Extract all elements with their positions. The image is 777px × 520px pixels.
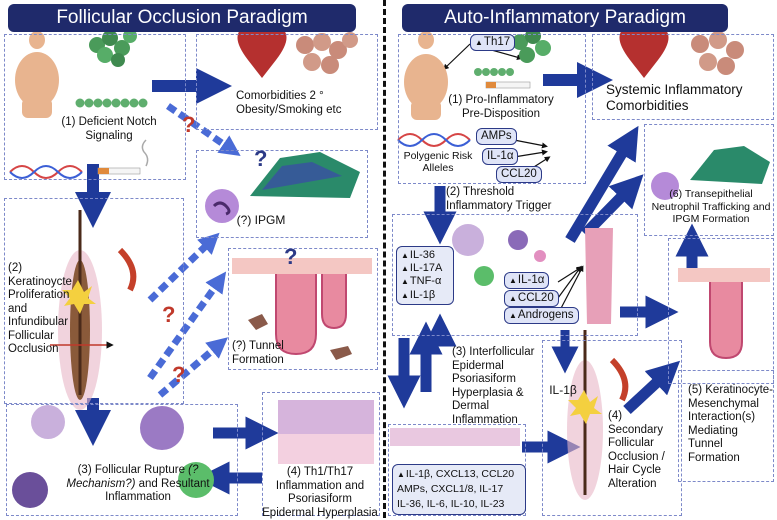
immune-cells-trigger bbox=[452, 224, 546, 286]
bacteria-chain-icon bbox=[75, 98, 148, 108]
step5-box bbox=[678, 370, 774, 482]
step3-text: (3) Follicular Rupture bbox=[77, 464, 185, 476]
secondary-occlusion-box bbox=[542, 340, 682, 516]
dashed-arrow-follicle-to-tunnel bbox=[147, 271, 227, 381]
cigarette-icon-right bbox=[485, 81, 531, 89]
step3-right-label: (3) Interfollicular Epidermal Psoriasifo… bbox=[452, 346, 535, 426]
step1-right-label: (1) Pro-Inflammatory Pre-Disposition bbox=[448, 94, 554, 120]
systemic-box bbox=[592, 34, 774, 120]
cytokine-il1b: IL-1β bbox=[401, 289, 449, 302]
step2-right-label: (2) Threshold Inflammatory Trigger bbox=[446, 186, 552, 212]
dna-helix-icon bbox=[9, 165, 83, 179]
question-mark-4: ? bbox=[162, 302, 176, 327]
tunnel-box bbox=[228, 248, 378, 370]
tunnel-epithelium-illustration bbox=[232, 258, 372, 360]
step4-label: (4) Th1/Th17 Inflammation and Psoriasifo… bbox=[262, 466, 378, 519]
obese-person-icon-right bbox=[404, 31, 448, 120]
ccl20-pill: CCL20 bbox=[496, 166, 542, 183]
tunnel-epithelium-illustration-right bbox=[678, 268, 770, 360]
heart-icon bbox=[237, 24, 287, 78]
bacteria-cluster-icon-right bbox=[512, 28, 551, 63]
hair-follicle-illustration bbox=[50, 210, 137, 410]
ipgm-mass-icon-right bbox=[690, 146, 770, 184]
question-mark-5: ? bbox=[172, 362, 186, 387]
ccl20-signal-pill: CCL20 bbox=[504, 290, 559, 307]
neutrophil-icon-right bbox=[651, 172, 679, 200]
fat-tissue-icon bbox=[296, 32, 358, 74]
comorbidities-box bbox=[196, 34, 378, 130]
androgens-signal-pill: Androgens bbox=[504, 307, 579, 324]
step1-label: (1) Deficient Notch Signaling bbox=[61, 116, 157, 142]
th17-pill: Th17 bbox=[470, 34, 516, 51]
heart-icon-right bbox=[619, 24, 669, 78]
left-paradigm-title: Follicular Occlusion Paradigm bbox=[8, 4, 356, 32]
step3-label: (3) Follicular Rupture (?Mechanism?) and… bbox=[50, 464, 226, 505]
il1b-label: IL-1β bbox=[549, 383, 577, 397]
tunnel-label: (?) Tunnel Formation bbox=[232, 340, 284, 366]
ipgm-mass-icon bbox=[250, 152, 360, 198]
dna-helix-icon-right bbox=[397, 133, 471, 147]
cytokine-panel: IL-36 IL-17A TNF-α IL-1β bbox=[396, 246, 454, 305]
psoriasiform-epidermis-illustration bbox=[278, 400, 374, 464]
step3-mechanism: (?Mechanism?) bbox=[66, 464, 199, 490]
il1a-signal-pill: IL-1α bbox=[504, 272, 550, 289]
arrow-trigger-to-systemic bbox=[565, 125, 639, 243]
arrow-trigger-to-step6 bbox=[581, 174, 644, 238]
polygenic-label: Polygenic Risk Alleles bbox=[403, 150, 473, 174]
cytokine-il36: IL-36 bbox=[401, 249, 449, 262]
neutrophil-icon bbox=[205, 189, 239, 223]
bacteria-chain-icon-right bbox=[474, 68, 514, 76]
paradigm-divider bbox=[383, 0, 386, 518]
mediators-line-1: IL-1β, CXCL13, CCL20 bbox=[397, 467, 521, 482]
dashed-arrow-to-ipgm bbox=[166, 103, 241, 156]
systemic-label: Systemic Inflammatory Comorbidities bbox=[606, 82, 743, 113]
epidermis-strip-illustration bbox=[390, 428, 520, 446]
pointer-arrows bbox=[442, 43, 584, 315]
cigarette-icon bbox=[97, 139, 149, 175]
immune-cells-rupture bbox=[12, 405, 214, 508]
question-mark-2: ? bbox=[254, 146, 268, 171]
step2-label: (2) Keratinoycte Proliferation and Infun… bbox=[8, 262, 72, 355]
trigger-box bbox=[392, 214, 638, 336]
mediators-panel: IL-1β, CXCL13, CCL20 AMPs, CXCL1/8, IL-1… bbox=[392, 464, 526, 515]
mediators-line-2: AMPs, CXCL1/8, IL-17 bbox=[397, 483, 504, 495]
question-mark-1: ? bbox=[182, 112, 196, 137]
ipgm-box bbox=[196, 150, 368, 238]
tunnel-box-right bbox=[668, 238, 774, 384]
fat-tissue-icon-right bbox=[691, 31, 744, 75]
amps-pill: AMPs bbox=[476, 128, 517, 145]
th1-th17-box bbox=[262, 392, 380, 516]
follicle-wall-illustration bbox=[585, 228, 613, 324]
hair-follicle-illustration-right bbox=[567, 330, 629, 500]
comorbidities-label: Comorbidities 2 ° Obesity/Smoking etc bbox=[236, 90, 342, 116]
ipgm-label: (?) IPGM bbox=[236, 213, 286, 227]
step6-label: (6) Transepithelial Neutrophil Trafficki… bbox=[651, 188, 771, 225]
step3-tail: and Resultant Inflammation bbox=[105, 477, 210, 504]
cytokine-il17a: IL-17A bbox=[401, 262, 449, 275]
dashed-arrow-follicle-to-ipgm bbox=[147, 232, 220, 303]
question-mark-3: ? bbox=[284, 244, 298, 269]
right-paradigm-title: Auto-Inflammatory Paradigm bbox=[402, 4, 728, 32]
mediators-line-3: IL-36, IL-6, IL-10, IL-23 bbox=[397, 498, 505, 510]
rupture-box bbox=[6, 404, 238, 516]
step4-right-label: (4) Secondary Follicular Occlusion / Hai… bbox=[608, 410, 665, 490]
notch-signaling-box bbox=[4, 34, 186, 180]
keratinocyte-box bbox=[4, 198, 184, 404]
il1a-pill: IL-1α bbox=[482, 148, 519, 165]
arrow-follicle-to-step5 bbox=[623, 360, 681, 415]
obese-person-icon bbox=[15, 31, 59, 118]
step6-box bbox=[644, 124, 774, 236]
step5-label: (5) Keratinocyte-Mesenchymal Interaction… bbox=[688, 384, 774, 464]
cytokine-tnfa: TNF-α bbox=[401, 275, 449, 288]
